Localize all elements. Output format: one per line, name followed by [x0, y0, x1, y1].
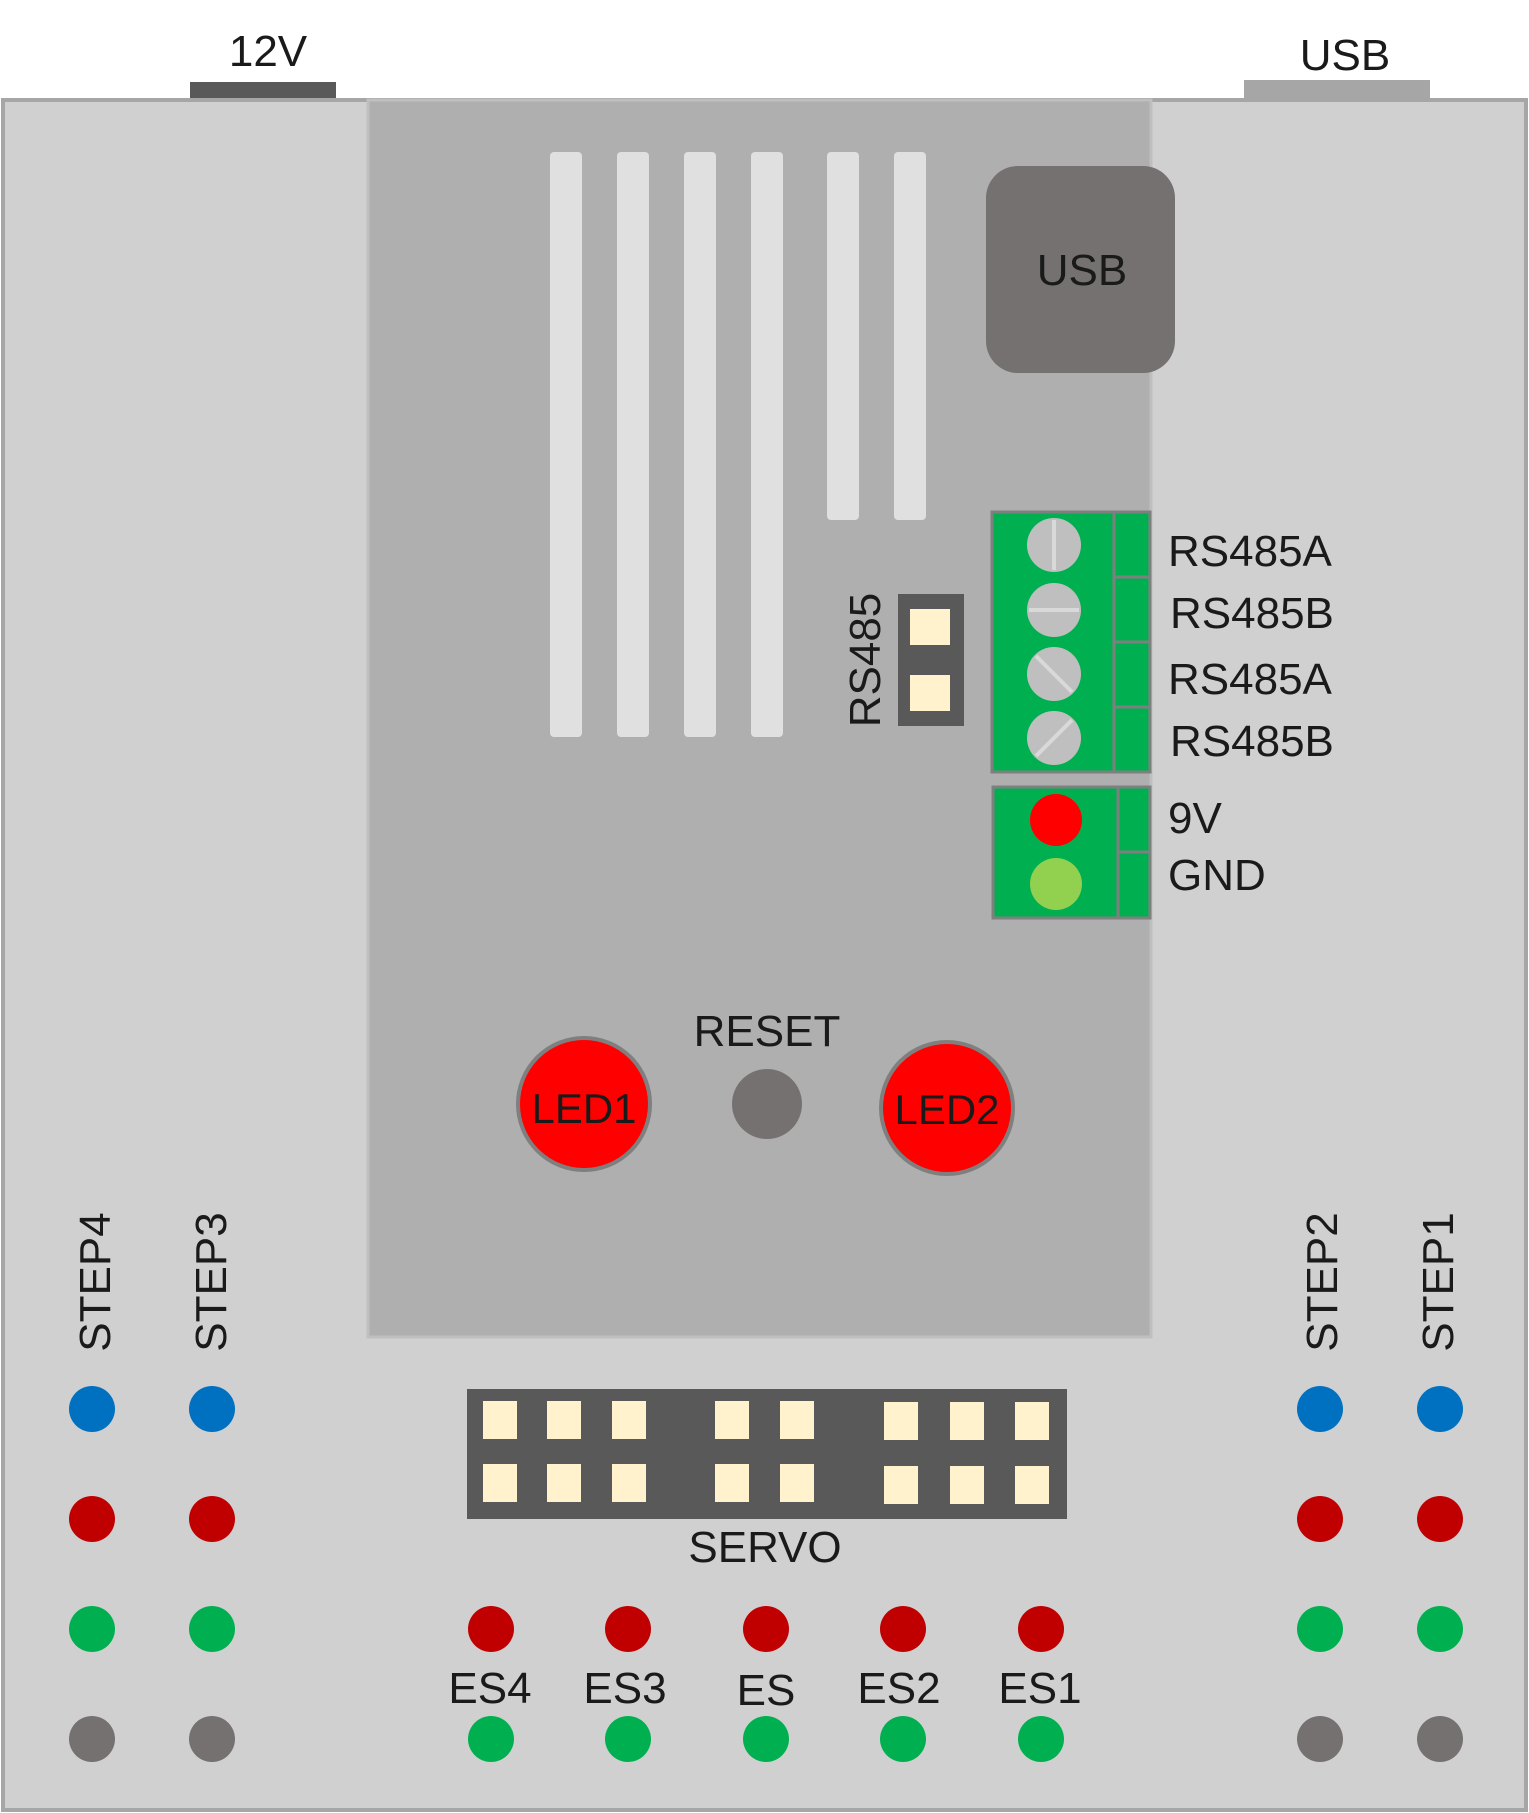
servo-pin — [884, 1402, 918, 1440]
power-jack — [190, 82, 336, 102]
step2-pin-green — [1297, 1606, 1343, 1652]
es1-pin-ground — [1018, 1716, 1064, 1762]
screw-icon — [1027, 583, 1081, 637]
es1-pin-signal — [1018, 1606, 1064, 1652]
led1 — [516, 1036, 652, 1172]
servo-pin — [780, 1401, 814, 1439]
reset-button[interactable] — [732, 1069, 802, 1139]
rs485-terminal-label: RS485B — [1170, 589, 1334, 638]
servo-pin — [715, 1401, 749, 1439]
heat-sink-fin — [684, 152, 716, 737]
step1-pin-gray — [1417, 1716, 1463, 1762]
servo-pin — [547, 1401, 581, 1439]
endstop-label: ES — [737, 1666, 796, 1715]
endstop-label: ES1 — [998, 1664, 1081, 1713]
servo-header — [467, 1389, 1067, 1519]
es2-pin-ground — [880, 1716, 926, 1762]
gnd-pin — [1030, 858, 1082, 910]
servo-pin — [612, 1464, 646, 1502]
es3-pin-ground — [605, 1716, 651, 1762]
rs485-terminal-label: RS485B — [1170, 717, 1334, 766]
power-terminal-label: 9V — [1168, 794, 1222, 843]
step4-pin-red — [69, 1496, 115, 1542]
heat-sink-fin — [894, 152, 926, 520]
led1-label: LED1 — [531, 1085, 636, 1132]
servo-pin — [780, 1464, 814, 1502]
servo-pin — [547, 1464, 581, 1502]
power-terminal-label: GND — [1168, 851, 1266, 900]
power-terminal — [991, 785, 1152, 920]
es2-pin-signal — [880, 1606, 926, 1652]
stepper-label: STEP2 — [1298, 1212, 1347, 1351]
rs485-terminal-label: RS485A — [1168, 655, 1333, 704]
jumper-pin — [910, 609, 950, 645]
heat-sink-fin — [827, 152, 859, 520]
endstop-label: ES2 — [857, 1664, 940, 1713]
es4-pin-ground — [468, 1716, 514, 1762]
endstop-label: ES4 — [448, 1664, 531, 1713]
step4-pin-gray — [69, 1716, 115, 1762]
rs485-terminal-label: RS485A — [1168, 527, 1333, 576]
screw-icon — [1027, 647, 1081, 701]
endstop-label: ES3 — [583, 1664, 666, 1713]
usb-port — [1244, 80, 1430, 102]
led2-label: LED2 — [894, 1086, 999, 1133]
usb-port-label: USB — [1300, 31, 1390, 80]
step4-pin-blue — [69, 1386, 115, 1432]
heat-sink-fin — [550, 152, 582, 737]
step2-pin-gray — [1297, 1716, 1343, 1762]
usb-chip — [986, 166, 1175, 373]
rs485-terminal — [990, 510, 1152, 774]
stepper-label: STEP3 — [187, 1212, 236, 1351]
heat-sink — [550, 152, 926, 737]
step1-pin-green — [1417, 1606, 1463, 1652]
step2-pin-blue — [1297, 1386, 1343, 1432]
es3-pin-signal — [605, 1606, 651, 1652]
servo-pin — [1015, 1402, 1049, 1440]
heat-sink-fin — [751, 152, 783, 737]
step3-pin-red — [189, 1496, 235, 1542]
step1-pin-blue — [1417, 1386, 1463, 1432]
servo-pin — [1015, 1466, 1049, 1504]
rs485-jumper-label: RS485 — [841, 593, 890, 728]
servo-pin — [483, 1464, 517, 1502]
jumper-pin — [910, 675, 950, 711]
reset-label: RESET — [694, 1007, 841, 1056]
es-pin-signal — [743, 1606, 789, 1652]
servo-pin — [950, 1402, 984, 1440]
stepper-label: STEP4 — [71, 1212, 120, 1351]
step4-pin-green — [69, 1606, 115, 1652]
step3-pin-gray — [189, 1716, 235, 1762]
stepper-label: STEP1 — [1414, 1212, 1463, 1351]
screw-icon — [1027, 711, 1081, 765]
step3-pin-blue — [189, 1386, 235, 1432]
es4-pin-signal — [468, 1606, 514, 1652]
servo-pin — [950, 1466, 984, 1504]
servo-label: SERVO — [688, 1523, 841, 1572]
step1-pin-red — [1417, 1496, 1463, 1542]
heat-sink-fin — [617, 152, 649, 737]
power-jack-label: 12V — [229, 27, 308, 76]
screw-icon — [1027, 518, 1081, 572]
usb-chip-label: USB — [1037, 246, 1127, 295]
step3-pin-green — [189, 1606, 235, 1652]
servo-pin — [612, 1401, 646, 1439]
led2 — [879, 1040, 1015, 1176]
vin-pin — [1030, 794, 1082, 846]
servo-pin — [483, 1401, 517, 1439]
servo-pin — [715, 1464, 749, 1502]
servo-pin — [884, 1466, 918, 1504]
step2-pin-red — [1297, 1496, 1343, 1542]
es-pin-ground — [743, 1716, 789, 1762]
